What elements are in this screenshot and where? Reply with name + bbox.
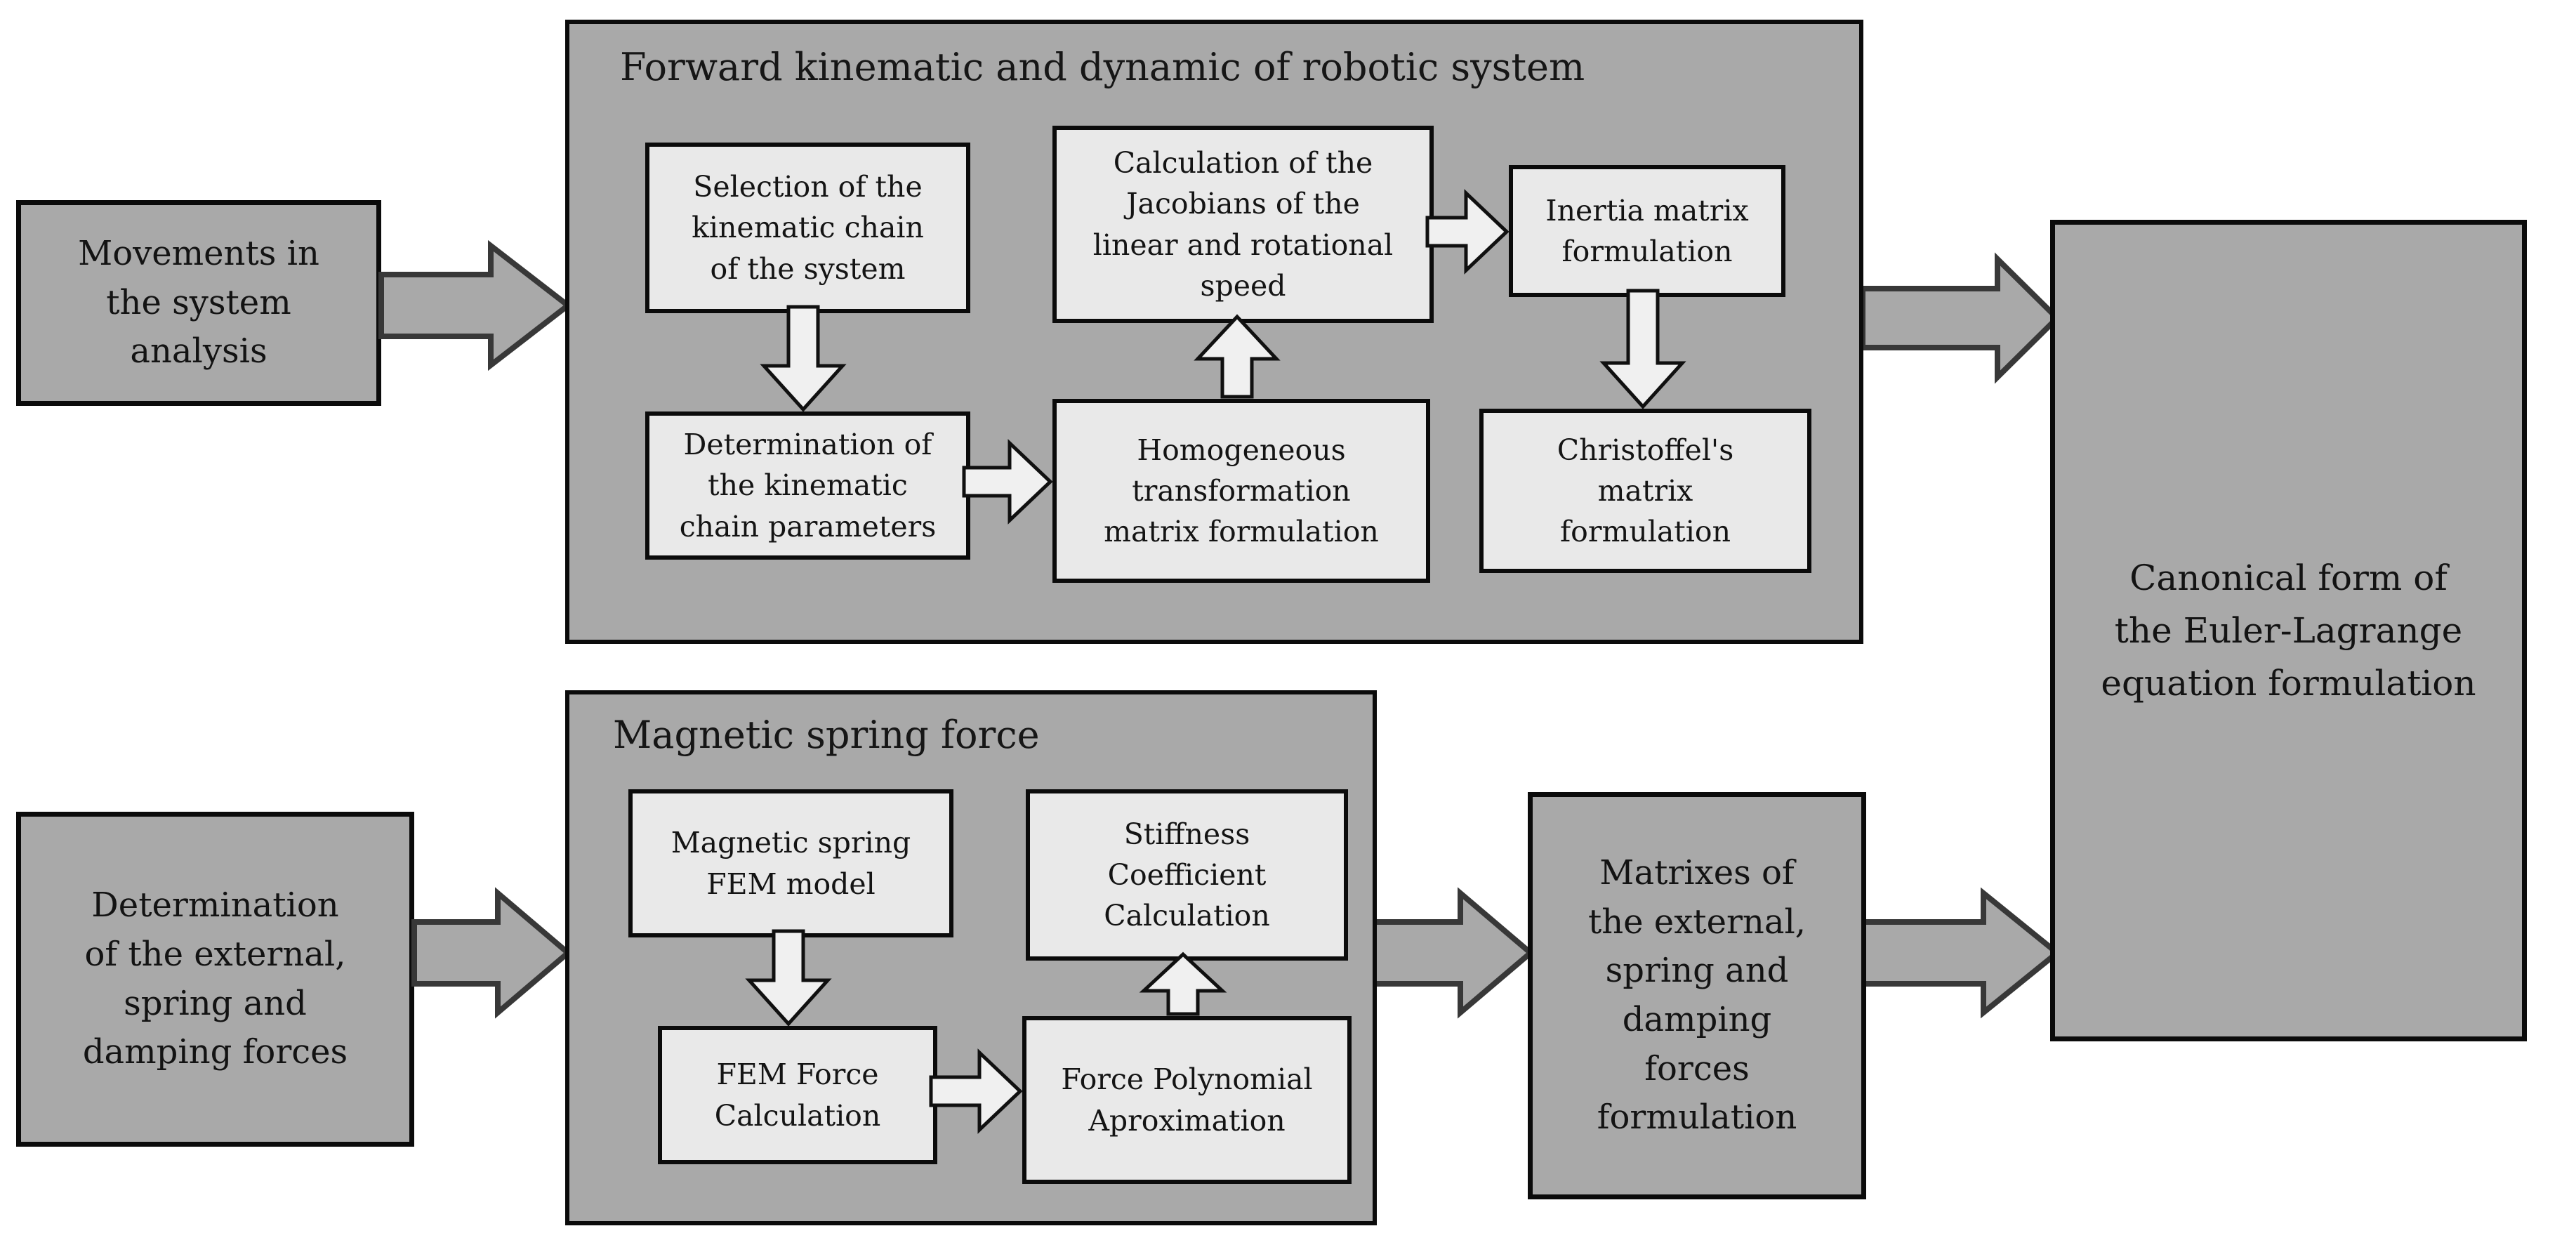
step-fem-model-label: Magnetic spring FEM model bbox=[671, 826, 911, 901]
step-force-polynomial: Force Polynomial Aproximation bbox=[1022, 1016, 1352, 1184]
container-magnetic-spring-title: Magnetic spring force bbox=[613, 713, 1040, 757]
container-magnetic-spring: Magnetic spring force Magnetic spring FE… bbox=[565, 690, 1377, 1225]
step-stiffness-coefficient: Stiffness Coefficient Calculation bbox=[1026, 789, 1348, 961]
step-chain-parameters-label: Determination of the kinematic chain par… bbox=[679, 428, 937, 544]
flow-arrow-selection-to-parameters-icon bbox=[760, 305, 847, 412]
step-selection-kinematic-chain: Selection of the kinematic chain of the … bbox=[645, 143, 970, 313]
flow-arrow-parameters-to-homogeneous-icon bbox=[962, 439, 1053, 525]
flow-arrow-polynomial-to-stiffness-icon bbox=[1139, 951, 1227, 1016]
flow-arrow-femforce-to-polynomial-icon bbox=[929, 1048, 1023, 1134]
step-homogeneous-transformation: Homogeneous transformation matrix formul… bbox=[1052, 399, 1430, 583]
step-christoffel-matrix: Christoffel's matrix formulation bbox=[1479, 409, 1811, 573]
block-arrow-external-to-magnetic-icon bbox=[411, 887, 573, 1019]
block-arrow-kinematics-to-canonical-icon bbox=[1860, 252, 2061, 384]
container-forward-kinematics-title: Forward kinematic and dynamic of robotic… bbox=[620, 45, 1585, 89]
flow-arrow-inertia-to-christoffel-icon bbox=[1599, 289, 1686, 409]
step-fem-model: Magnetic spring FEM model bbox=[628, 789, 953, 937]
box-matrixes-formulation: Matrixes of the external, spring and dam… bbox=[1528, 792, 1866, 1199]
flow-arrow-homogeneous-to-jacobians-icon bbox=[1194, 314, 1281, 399]
step-fem-force: FEM Force Calculation bbox=[658, 1026, 937, 1164]
step-homogeneous-label: Homogeneous transformation matrix formul… bbox=[1104, 433, 1379, 549]
step-christoffel-label: Christoffel's matrix formulation bbox=[1557, 433, 1734, 549]
box-movements-label: Movements in the system analysis bbox=[78, 234, 319, 371]
flow-arrow-femmodel-to-femforce-icon bbox=[745, 929, 832, 1027]
step-fem-force-label: FEM Force Calculation bbox=[714, 1058, 881, 1133]
step-jacobians-label: Calculation of the Jacobians of the line… bbox=[1092, 146, 1394, 303]
step-jacobians-calculation: Calculation of the Jacobians of the line… bbox=[1052, 126, 1434, 323]
box-movements-in-system-analysis: Movements in the system analysis bbox=[16, 200, 381, 406]
step-chain-parameters: Determination of the kinematic chain par… bbox=[645, 411, 970, 560]
step-inertia-matrix: Inertia matrix formulation bbox=[1509, 165, 1785, 297]
box-external-forces-determination: Determination of the external, spring an… bbox=[16, 812, 414, 1147]
box-external-forces-label: Determination of the external, spring an… bbox=[82, 885, 348, 1072]
flow-arrow-jacobians-to-inertia-icon bbox=[1425, 189, 1510, 275]
block-arrow-magnetic-to-matrixes-icon bbox=[1371, 887, 1535, 1019]
block-arrow-matrixes-to-canonical-icon bbox=[1861, 887, 2062, 1019]
box-matrixes-label: Matrixes of the external, spring and dam… bbox=[1587, 853, 1806, 1138]
step-force-polynomial-label: Force Polynomial Aproximation bbox=[1061, 1062, 1313, 1138]
box-canonical-euler-lagrange: Canonical form of the Euler-Lagrange equ… bbox=[2050, 220, 2527, 1041]
block-arrow-movements-to-kinematics-icon bbox=[378, 239, 573, 371]
step-stiffness-label: Stiffness Coefficient Calculation bbox=[1104, 817, 1270, 933]
step-inertia-label: Inertia matrix formulation bbox=[1545, 193, 1749, 268]
box-canonical-label: Canonical form of the Euler-Lagrange equ… bbox=[2101, 557, 2476, 704]
step-selection-label: Selection of the kinematic chain of the … bbox=[692, 170, 924, 286]
